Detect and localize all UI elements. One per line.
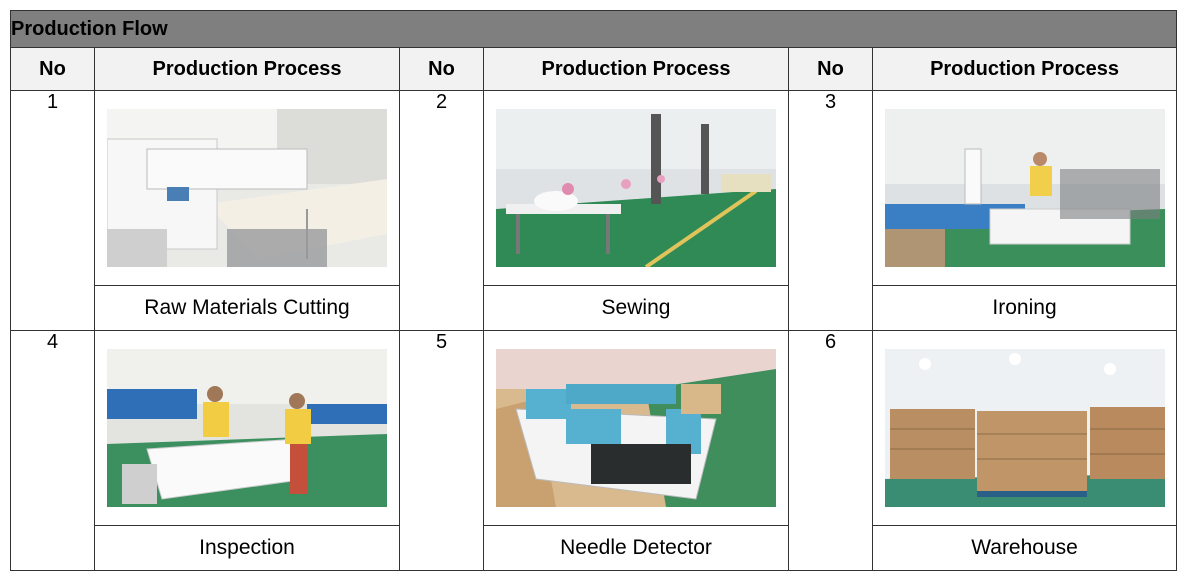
- header-production-process: Production Process: [871, 47, 1178, 91]
- step-photo-cell: [483, 90, 789, 286]
- step-number: 6: [788, 330, 873, 571]
- step-label: Warehouse: [871, 525, 1178, 571]
- needle-detector-photo: [496, 349, 776, 507]
- step-number: 1: [10, 90, 95, 331]
- warehouse-photo: [884, 349, 1165, 507]
- step-number: 4: [10, 330, 95, 571]
- header-no: No: [788, 47, 873, 91]
- step-label: Ironing: [871, 285, 1178, 331]
- step-label: Inspection: [94, 525, 400, 571]
- production-flow-container: Production Flow No Production Process No…: [9, 10, 1178, 575]
- header-production-process: Production Process: [483, 47, 789, 91]
- inspection-photo: [107, 349, 387, 507]
- step-number: 3: [788, 90, 873, 331]
- step-photo-cell: [94, 90, 400, 286]
- cutting-photo: [107, 109, 387, 267]
- step-photo-cell: [483, 330, 789, 526]
- step-label: Sewing: [483, 285, 789, 331]
- ironing-photo: [884, 109, 1165, 267]
- sewing-photo: [496, 109, 776, 267]
- header-production-process: Production Process: [94, 47, 400, 91]
- step-photo-cell: [871, 330, 1178, 526]
- table-title: Production Flow: [9, 10, 1178, 48]
- step-number: 5: [399, 330, 484, 571]
- step-label: Raw Materials Cutting: [94, 285, 400, 331]
- header-no: No: [399, 47, 484, 91]
- step-number: 2: [399, 90, 484, 331]
- step-photo-cell: [871, 90, 1178, 286]
- step-photo-cell: [94, 330, 400, 526]
- step-label: Needle Detector: [483, 525, 789, 571]
- production-flow-table: Production Flow No Production Process No…: [9, 10, 1178, 571]
- header-no: No: [10, 47, 95, 91]
